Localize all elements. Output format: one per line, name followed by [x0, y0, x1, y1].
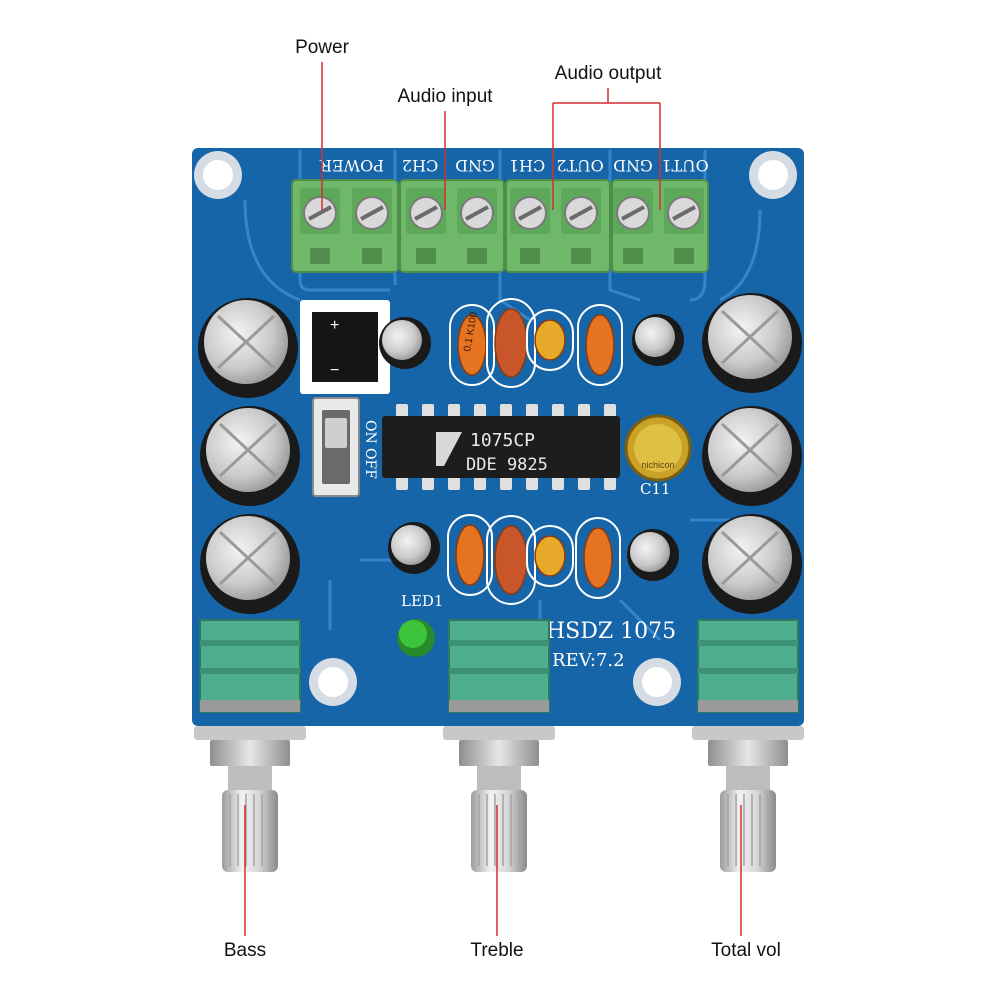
electrolytic-capacitors: [198, 293, 802, 614]
chip-pin-top: [552, 404, 564, 418]
capacitor-label: C11: [640, 480, 671, 498]
mount-hole-top-right: [749, 151, 797, 199]
terminal-label-power: POWER: [319, 156, 384, 175]
terminal-labels: POWER CH2 GND CH1 OUT2 GND OUT1: [319, 156, 709, 175]
terminal-screw[interactable]: [406, 188, 446, 264]
terminal-label-gnd-out: GND: [613, 156, 653, 175]
film-capacitor: [526, 309, 574, 371]
chip-pin-bottom: [604, 476, 616, 490]
large-capacitor: [200, 406, 300, 506]
switch-slider[interactable]: [325, 418, 347, 448]
chip-pin-bottom: [474, 476, 486, 490]
terminal-screw[interactable]: [561, 188, 601, 264]
potentiometer-treble[interactable]: [443, 619, 555, 872]
terminal-label-gnd-in: GND: [455, 156, 495, 175]
large-capacitor: [702, 514, 802, 614]
chip-part-number: 1075CP: [470, 430, 535, 451]
mount-hole-bottom-right: [633, 658, 681, 706]
nichicon-capacitor: nichicon: [624, 414, 692, 482]
chip-pin-bottom: [500, 476, 512, 490]
led-label: LED1: [401, 592, 443, 610]
switch-label-off: OFF: [362, 448, 378, 479]
callout-audio-input: Audio input: [397, 86, 493, 107]
callout-lines: [244, 62, 742, 936]
callout-audio-output: Audio output: [554, 63, 662, 84]
bridge-rectifier: + −: [300, 300, 390, 394]
callout-bass: Bass: [223, 940, 267, 961]
pot-shaft[interactable]: [471, 790, 527, 872]
large-capacitor: [702, 406, 802, 506]
chip-pin-bottom: [448, 476, 460, 490]
potentiometers: [194, 619, 804, 872]
large-capacitor: [200, 514, 300, 614]
film-capacitors: [447, 298, 623, 605]
small-capacitor-bottom-left: [388, 522, 440, 574]
chip-date-code: DDE 9825: [466, 455, 548, 475]
terminal-screw[interactable]: [664, 188, 704, 264]
small-capacitor-bottom-right: [627, 529, 679, 581]
callout-power: Power: [295, 37, 349, 58]
svg-text:−: −: [330, 362, 339, 379]
chip-pin-top: [422, 404, 434, 418]
terminal-label-ch1: CH1: [509, 156, 545, 175]
terminal-label-out2: OUT2: [556, 156, 603, 175]
screw-terminals: [291, 179, 709, 273]
chip-pin-bottom: [396, 476, 408, 490]
small-capacitor-top-right: [632, 314, 684, 366]
film-capacitor: [526, 525, 574, 587]
power-switch[interactable]: [312, 397, 360, 497]
callout-treble: Treble: [470, 940, 524, 961]
chip-pins: [396, 404, 616, 490]
switch-label-on: ON: [362, 420, 378, 444]
potentiometer-total-vol[interactable]: [692, 619, 804, 872]
chip-pin-top: [396, 404, 408, 418]
svg-text:+: +: [330, 317, 339, 334]
film-capacitor: [575, 517, 621, 599]
chip-pin-bottom: [552, 476, 564, 490]
potentiometer-bass[interactable]: [194, 619, 306, 872]
chip-pin-bottom: [526, 476, 538, 490]
mount-hole-bottom-left: [309, 658, 357, 706]
chip-pin-top: [526, 404, 538, 418]
terminal-screw[interactable]: [613, 188, 653, 264]
chip-pin-bottom: [422, 476, 434, 490]
led-indicator: [397, 619, 435, 657]
board-revision: REV:7.2: [552, 650, 625, 671]
large-capacitor: [702, 293, 802, 393]
chip-logo: [436, 432, 462, 466]
board-model: HSDZ 1075: [546, 619, 676, 644]
terminal-label-ch2: CH2: [402, 156, 438, 175]
terminal-screw[interactable]: [300, 188, 340, 264]
film-capacitor: [447, 514, 493, 596]
small-capacitor-top-left: [379, 317, 431, 369]
film-capacitor: [486, 515, 536, 605]
chip-pin-bottom: [578, 476, 590, 490]
terminal-screw[interactable]: [510, 188, 550, 264]
terminal-screw[interactable]: [352, 188, 392, 264]
chip-pin-top: [578, 404, 590, 418]
mount-hole-top-left: [194, 151, 242, 199]
terminal-label-out1: OUT1: [661, 156, 708, 175]
chip-pin-top: [474, 404, 486, 418]
chip-pin-top: [604, 404, 616, 418]
terminal-screws: [300, 188, 704, 264]
capacitor-brand: nichicon: [641, 460, 674, 470]
chip-pin-top: [500, 404, 512, 418]
terminal-screw[interactable]: [457, 188, 497, 264]
pot-shaft[interactable]: [720, 790, 776, 872]
ic-chip: 1075CP DDE 9825: [382, 404, 620, 490]
film-capacitor: [577, 304, 623, 386]
pot-shaft[interactable]: [222, 790, 278, 872]
callout-total-vol: Total vol: [711, 940, 781, 961]
chip-pin-top: [448, 404, 460, 418]
large-capacitor: [198, 298, 298, 398]
